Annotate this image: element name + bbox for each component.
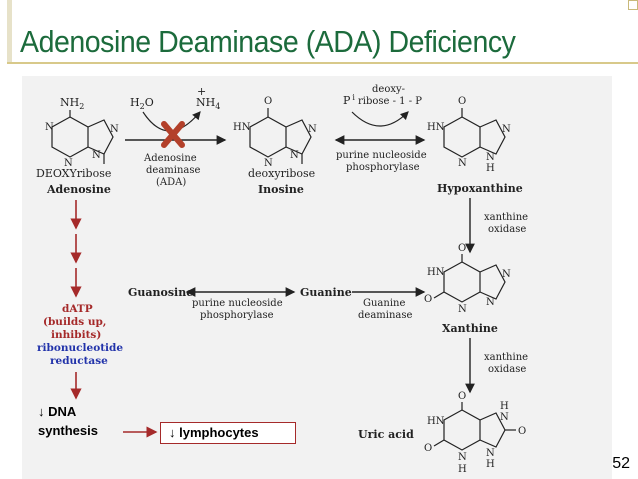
atom-o: O — [424, 294, 432, 305]
down-arrow-icon: ↓ — [38, 404, 45, 419]
atom-o: O — [518, 426, 526, 437]
atom-o: O — [458, 96, 466, 107]
atom-n: N — [502, 124, 511, 135]
atom-o: O — [424, 443, 432, 454]
atom-hn: HN — [427, 267, 445, 278]
atom-n: N — [308, 124, 317, 135]
inosine-label: Inosine — [258, 183, 304, 196]
pnp-product-line: ribose - 1 - P — [358, 96, 422, 107]
synthesis-label: synthesis — [38, 423, 98, 438]
guanine-label: Guanine — [300, 286, 352, 299]
inosine-sugar: deoxyribose — [248, 167, 315, 180]
slide-title: Adenosine Deaminase (ADA) Deficiency — [20, 24, 516, 59]
title-underline — [7, 62, 638, 64]
atom-o: O — [458, 243, 466, 254]
atom-n: N — [110, 124, 119, 135]
ada-block-x — [161, 121, 185, 148]
dna-synthesis-outcome: ↓ DNA synthesis — [38, 402, 98, 440]
ammonia-charge: + — [197, 85, 206, 98]
xo-enzyme-line: oxidase — [488, 224, 526, 235]
xanthine-label: Xanthine — [442, 322, 498, 335]
atom-n: N — [64, 158, 73, 169]
rnr-enzyme-line: reductase — [50, 355, 108, 367]
datp-note-line: (builds up, — [43, 316, 106, 328]
atom-h: H — [458, 464, 467, 475]
guanosine-enzyme-line: purine nucleoside — [192, 298, 283, 309]
atom-h: H — [500, 401, 509, 412]
atom-hn: HN — [233, 122, 251, 133]
guanosine-label: Guanosine — [128, 286, 193, 299]
atom-n: N — [45, 122, 54, 133]
pnp-product-line: deoxy- — [372, 84, 405, 95]
atom-n: N — [458, 452, 467, 463]
adenosine-label: Adenosine — [46, 183, 111, 196]
atom-n: N — [486, 297, 495, 308]
pnp-enzyme-line: phosphorylase — [346, 162, 420, 173]
decorative-bar — [7, 0, 12, 62]
ada-enzyme-line: deaminase — [146, 165, 200, 176]
atom-o: O — [264, 96, 272, 107]
adenosine-sugar: DEOXYribose — [36, 167, 111, 180]
atom-n: N — [502, 269, 511, 280]
datp-label: dATP — [62, 303, 93, 315]
ada-enzyme-line: Adenosine — [143, 153, 197, 164]
atom-h: H — [486, 459, 495, 470]
water-label: H2O — [130, 96, 154, 111]
ammonia-label: NH4 — [196, 96, 220, 111]
xo-enzyme-line: xanthine — [484, 352, 528, 363]
hypoxanthine-label: Hypoxanthine — [437, 182, 523, 195]
atom-n: N — [458, 158, 467, 169]
atom-o: O — [458, 391, 466, 402]
rnr-enzyme-line: ribonucleotide — [37, 342, 123, 354]
adenosine-structure — [51, 110, 114, 164]
guanosine-enzyme-line: phosphorylase — [200, 310, 274, 321]
lymphocytes-label: lymphocytes — [179, 425, 259, 440]
hypoxanthine-structure — [443, 108, 506, 158]
uric-acid-structure — [433, 402, 516, 451]
guanine-enzyme-line: deaminase — [358, 310, 412, 321]
lymphocytes-outcome-box: ↓ lymphocytes — [160, 422, 296, 444]
xanthine-structure — [433, 254, 506, 303]
atom-n: N — [92, 150, 101, 161]
guanine-enzyme-line: Guanine — [363, 298, 405, 309]
xo-enzyme-line: xanthine — [484, 212, 528, 223]
uric-acid-label: Uric acid — [358, 428, 414, 441]
adenosine-amino-group: NH2 — [60, 96, 84, 111]
atom-n: N — [290, 150, 299, 161]
page-number: 52 — [612, 455, 630, 472]
atom-h: H — [486, 163, 495, 174]
xo-enzyme-line: oxidase — [488, 364, 526, 375]
atom-hn: HN — [427, 122, 445, 133]
datp-note-line: inhibits) — [51, 329, 101, 341]
pathway-panel — [22, 76, 612, 479]
pnp-enzyme-line: purine nucleoside — [336, 150, 427, 161]
ada-enzyme-line: (ADA) — [156, 177, 186, 188]
atom-n: N — [486, 448, 495, 459]
atom-n: N — [486, 152, 495, 163]
atom-n: N — [458, 304, 467, 315]
inosine-structure — [249, 108, 312, 164]
atom-hn: HN — [427, 416, 445, 427]
dna-label: DNA — [48, 404, 77, 419]
atom-n: N — [264, 158, 273, 169]
pnp-side-arrow — [351, 111, 409, 127]
atom-n: N — [500, 412, 509, 423]
down-arrow-icon: ↓ — [169, 425, 176, 440]
